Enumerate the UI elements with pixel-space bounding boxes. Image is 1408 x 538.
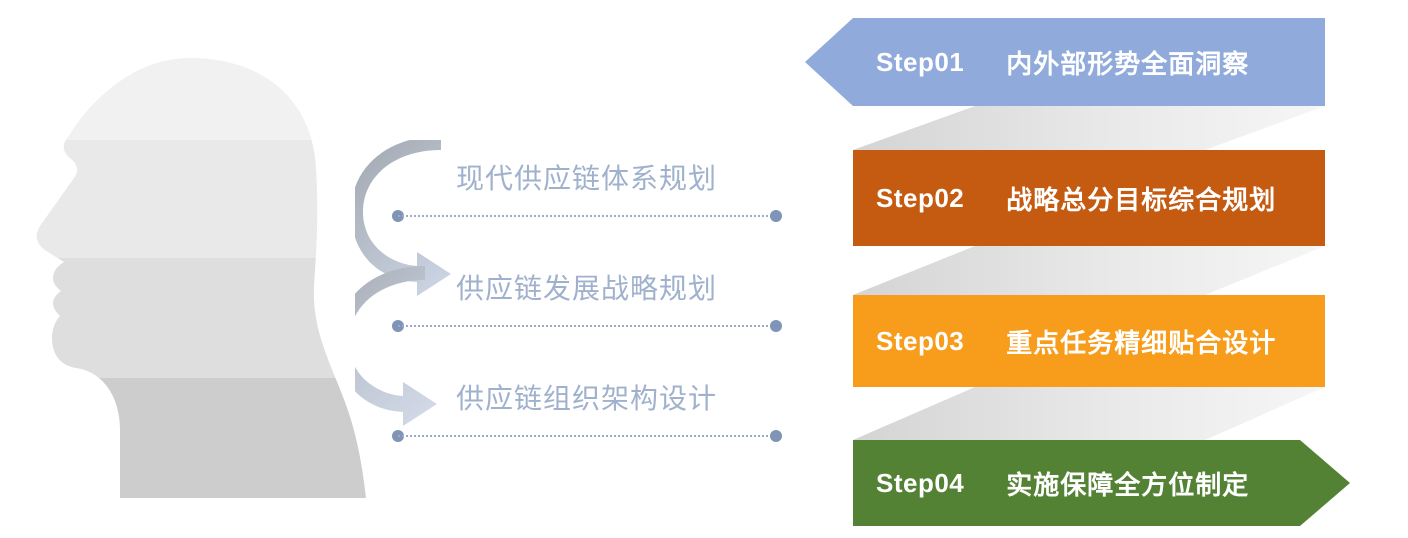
label-connector-1 <box>392 210 782 222</box>
step-banner-02[interactable]: Step02 战略总分目标综合规划 <box>853 150 1325 246</box>
label-text-1: 现代供应链体系规划 <box>456 163 718 194</box>
label-text-3: 供应链组织架构设计 <box>456 383 718 414</box>
connector-dot-right <box>770 320 782 332</box>
label-text-2: 供应链发展战略规划 <box>456 273 718 304</box>
step-04-number: Step04 <box>876 467 965 498</box>
step-01-number: Step01 <box>876 46 965 77</box>
step-02-number: Step02 <box>876 182 965 213</box>
connector-line <box>398 325 776 327</box>
connector-dot-right <box>770 430 782 442</box>
connector-line <box>398 435 776 437</box>
step-03-shape <box>853 295 1325 387</box>
label-group-3: 供应链组织架构设计 <box>392 382 782 442</box>
curved-flow-arrows-icon <box>355 140 451 426</box>
step-03-number: Step03 <box>876 325 965 356</box>
step-01-shape <box>805 18 1325 106</box>
step-03-title: 重点任务精细贴合设计 <box>1006 327 1277 358</box>
step-02-title: 战略总分目标综合规划 <box>1006 184 1277 215</box>
label-connector-3 <box>392 430 782 442</box>
label-connector-2 <box>392 320 782 332</box>
connector-line <box>398 215 776 217</box>
step-02-shape <box>853 150 1325 246</box>
connector-dot-right <box>770 210 782 222</box>
head-silhouette-icon <box>36 58 366 498</box>
step-04-title: 实施保障全方位制定 <box>1006 469 1250 500</box>
step-01-title: 内外部形势全面洞察 <box>1006 48 1250 79</box>
step-banner-04[interactable]: Step04 实施保障全方位制定 <box>853 440 1350 526</box>
label-group-1: 现代供应链体系规划 <box>392 162 782 222</box>
label-group-2: 供应链发展战略规划 <box>392 272 782 332</box>
step-banner-01[interactable]: Step01 内外部形势全面洞察 <box>805 18 1325 106</box>
step-04-shape <box>853 440 1350 526</box>
step-banner-03[interactable]: Step03 重点任务精细贴合设计 <box>853 295 1325 387</box>
